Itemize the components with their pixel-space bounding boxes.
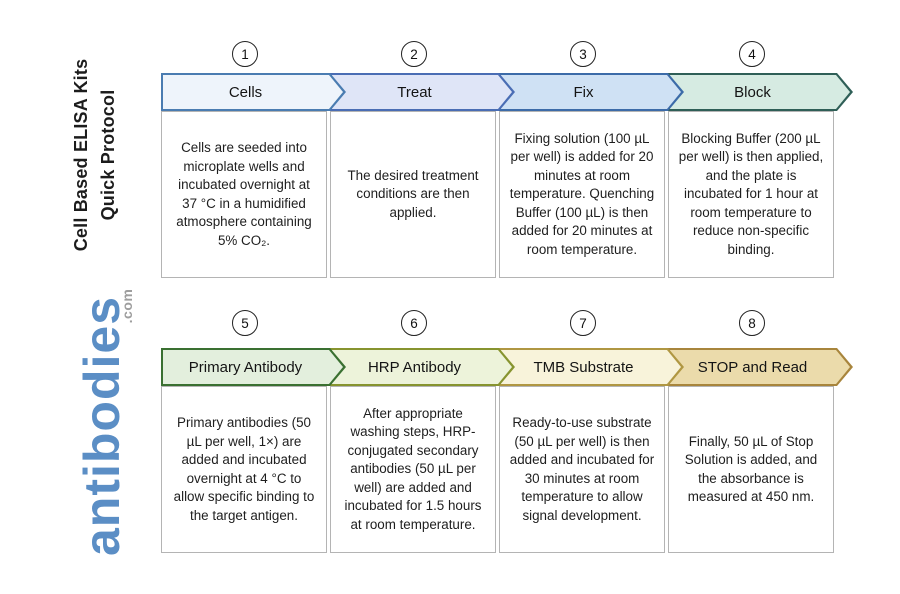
chevron-step-primary-antibody: Primary Antibody — [161, 348, 346, 386]
step-description-hrp-antibody: After appropriate washing steps, HRP-con… — [330, 386, 496, 553]
chevron-fill — [332, 350, 512, 384]
step-description-stop-and-read: Finally, 50 µL of Stop Solution is added… — [668, 386, 834, 553]
description-row: Primary antibodies (50 µL per well, 1×) … — [161, 386, 861, 553]
step-description-text: Fixing solution (100 µL per well) is add… — [509, 130, 655, 257]
chevron-fill — [670, 75, 850, 109]
step-description-text: Cells are seeded into microplate wells a… — [176, 140, 312, 248]
step-number: 7 — [579, 315, 587, 331]
chevron-step-block: Block — [668, 73, 853, 111]
step-number: 2 — [410, 46, 418, 62]
protocol-row-1: 1 2 3 4 Cells Treat Fix Block Cells are … — [161, 41, 861, 278]
step-number-badge: 3 — [570, 41, 596, 67]
step-number-badge: 2 — [401, 41, 427, 67]
step-description-treat: The desired treatment conditions are the… — [330, 111, 496, 278]
step-label: HRP Antibody — [367, 358, 462, 376]
chevron-step-tmb-substrate: TMB Substrate — [499, 348, 684, 386]
step-description-text: Ready-to-use substrate (50 µL per well) … — [509, 415, 655, 523]
step-description-text: Primary antibodies (50 µL per well, 1×) … — [173, 415, 315, 523]
step-description-text: The desired treatment conditions are the… — [347, 167, 479, 220]
chevron-step-treat: Treat — [330, 73, 515, 111]
step-description-text: After appropriate washing steps, HRP-con… — [344, 405, 482, 532]
chevron-fill — [332, 75, 512, 109]
step-description-primary-antibody: Primary antibodies (50 µL per well, 1×) … — [161, 386, 327, 553]
step-number-badge: 4 — [739, 41, 765, 67]
step-label: Block — [734, 83, 771, 101]
step-description-fix: Fixing solution (100 µL per well) is add… — [499, 111, 665, 278]
step-description-tmb-substrate: Ready-to-use substrate (50 µL per well) … — [499, 386, 665, 553]
step-label: TMB Substrate — [533, 358, 634, 376]
description-row: Cells are seeded into microplate wells a… — [161, 111, 861, 278]
step-number-badge: 5 — [232, 310, 258, 336]
step-label: Treat — [397, 83, 432, 101]
protocol-row-2: 5 6 7 8 Primary Antibody HRP Antibody TM… — [161, 310, 861, 553]
chevron-step-cells: Cells — [161, 73, 346, 111]
step-number-badge: 1 — [232, 41, 258, 67]
step-number: 5 — [241, 315, 249, 331]
chevron-band: Primary Antibody HRP Antibody TMB Substr… — [161, 348, 861, 386]
step-number-badge: 8 — [739, 310, 765, 336]
step-number: 1 — [241, 46, 249, 62]
vertical-page-title: Cell Based ELISA Kits Quick Protocol — [66, 45, 124, 265]
step-number: 4 — [748, 46, 756, 62]
page-title-line2: Quick Protocol — [98, 89, 118, 221]
step-number: 8 — [748, 315, 756, 331]
step-number-row: 5 6 7 8 — [161, 310, 861, 336]
chevron-fill — [501, 75, 681, 109]
step-description-block: Blocking Buffer (200 µL per well) is the… — [668, 111, 834, 278]
step-number-row: 1 2 3 4 — [161, 41, 861, 67]
step-label: Fix — [573, 83, 594, 101]
brand-logo-suffix: .com — [119, 288, 135, 324]
step-description-text: Blocking Buffer (200 µL per well) is the… — [678, 130, 824, 257]
step-number: 6 — [410, 315, 418, 331]
chevron-band: Cells Treat Fix Block — [161, 73, 861, 111]
page-title-line1: Cell Based ELISA Kits — [71, 58, 91, 252]
chevron-step-fix: Fix — [499, 73, 684, 111]
chevron-fill — [163, 75, 343, 109]
chevron-fill — [501, 350, 681, 384]
step-number-badge: 7 — [570, 310, 596, 336]
step-description-cells: Cells are seeded into microplate wells a… — [161, 111, 327, 278]
step-description-text: Finally, 50 µL of Stop Solution is added… — [684, 433, 818, 505]
step-number: 3 — [579, 46, 587, 62]
chevron-step-hrp-antibody: HRP Antibody — [330, 348, 515, 386]
step-label: STOP and Read — [697, 358, 808, 376]
chevron-step-stop-and-read: STOP and Read — [668, 348, 853, 386]
chevron-fill — [670, 350, 850, 384]
step-number-badge: 6 — [401, 310, 427, 336]
step-label: Cells — [228, 83, 263, 101]
step-label: Primary Antibody — [188, 358, 303, 376]
chevron-fill — [163, 350, 343, 384]
